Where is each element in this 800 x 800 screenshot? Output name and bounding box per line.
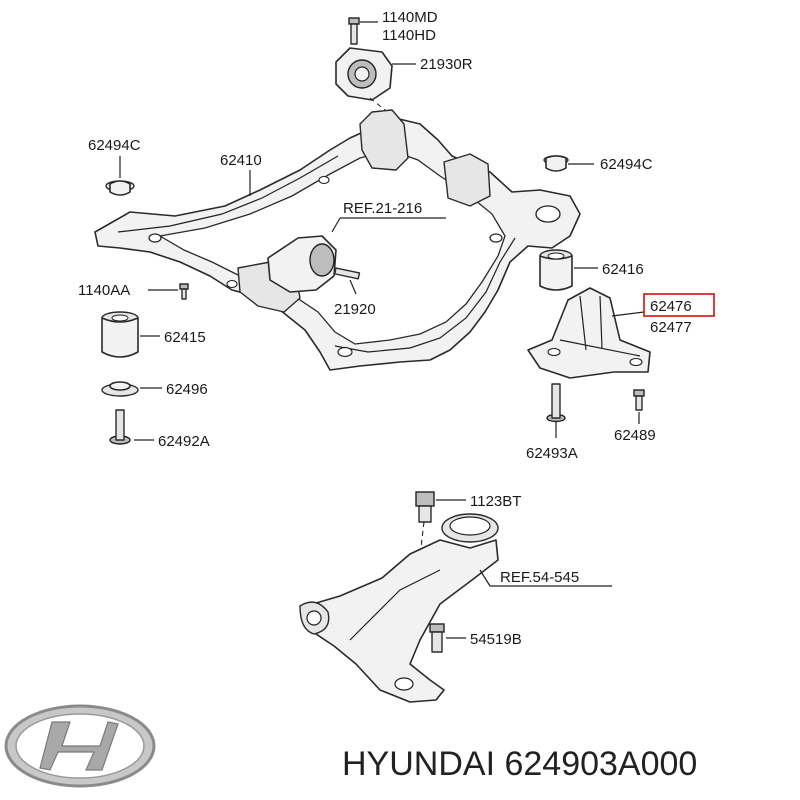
label-62493a: 62493A (526, 445, 578, 462)
bracket-62476-icon (527, 287, 651, 379)
label-62492a: 62492A (158, 433, 210, 450)
brand-part-number: HYUNDAI 624903A000 (342, 745, 697, 783)
label-54519b: 54519B (470, 631, 522, 648)
stopper-62494c-left-icon (105, 180, 135, 196)
ref-21-216: REF.21-216 (343, 200, 422, 217)
highlight-box-62476 (643, 293, 715, 317)
ref-54-545: REF.54-545 (500, 569, 579, 586)
label-1140md: 1140MD (382, 9, 438, 26)
bolt-62492a-icon (109, 409, 131, 445)
label-62496: 62496 (166, 381, 208, 398)
label-62494c-right: 62494C (600, 156, 653, 173)
label-1140aa: 1140AA (78, 282, 130, 299)
label-62489: 62489 (614, 427, 656, 444)
bushing-62416-icon (539, 249, 573, 291)
engine-mount-21930r-icon (335, 47, 393, 101)
hyundai-logo-icon (4, 704, 156, 788)
label-62415: 62415 (164, 329, 206, 346)
stopper-62494c-right-icon (543, 155, 569, 172)
bolt-1140md-icon (348, 17, 360, 45)
label-62494c-left: 62494C (88, 137, 141, 154)
label-62416: 62416 (602, 261, 644, 278)
label-21920: 21920 (334, 301, 376, 318)
washer-62496-icon (101, 381, 139, 397)
bolt-1140aa-icon (179, 283, 189, 300)
bushing-62415-icon (101, 311, 139, 358)
label-21930r: 21930R (420, 56, 473, 73)
label-62476: 62476 (650, 298, 692, 315)
bolt-62493a-icon (546, 383, 566, 423)
label-62410: 62410 (220, 152, 262, 169)
bolt-62489-icon (633, 389, 645, 411)
label-1140hd: 1140HD (382, 27, 436, 44)
bolt-1123bt-icon (415, 491, 435, 523)
label-1123bt: 1123BT (470, 493, 521, 510)
label-62477: 62477 (650, 319, 692, 336)
lower-control-arm-icon (299, 513, 499, 703)
bolt-54519b-icon (429, 623, 445, 653)
mount-21920-icon (267, 235, 361, 293)
